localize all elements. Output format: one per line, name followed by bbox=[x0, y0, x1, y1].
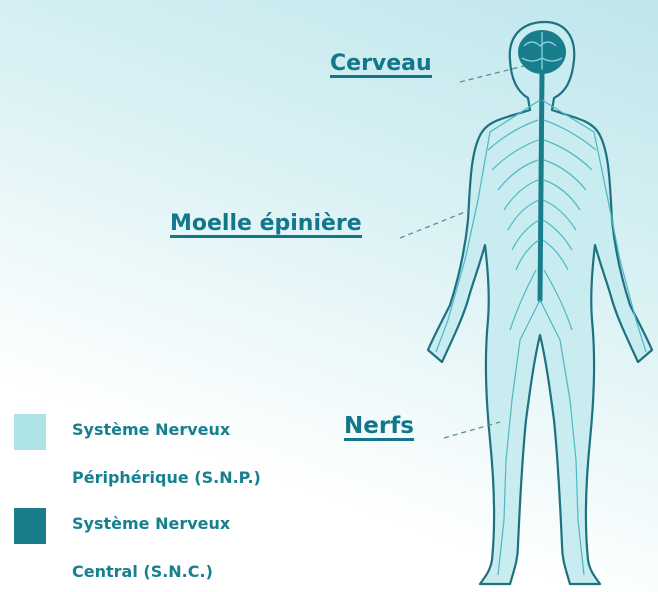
legend-snp-line1: Système Nerveux bbox=[72, 420, 230, 439]
legend-swatch-snc bbox=[14, 508, 46, 544]
brain bbox=[518, 30, 566, 74]
legend-snc-line2: Central (S.N.C.) bbox=[72, 562, 213, 581]
legend-swatch-snp bbox=[14, 414, 46, 450]
legend-snp-line2: Périphérique (S.N.P.) bbox=[72, 468, 261, 487]
spinal-cord bbox=[540, 72, 542, 300]
label-brain: Cerveau bbox=[330, 52, 432, 78]
legend-snc-line1: Système Nerveux bbox=[72, 514, 230, 533]
label-spinal-cord: Moelle épinière bbox=[170, 212, 362, 238]
label-nerves: Nerfs bbox=[344, 414, 414, 441]
leader-line-spinal-cord bbox=[400, 210, 470, 238]
